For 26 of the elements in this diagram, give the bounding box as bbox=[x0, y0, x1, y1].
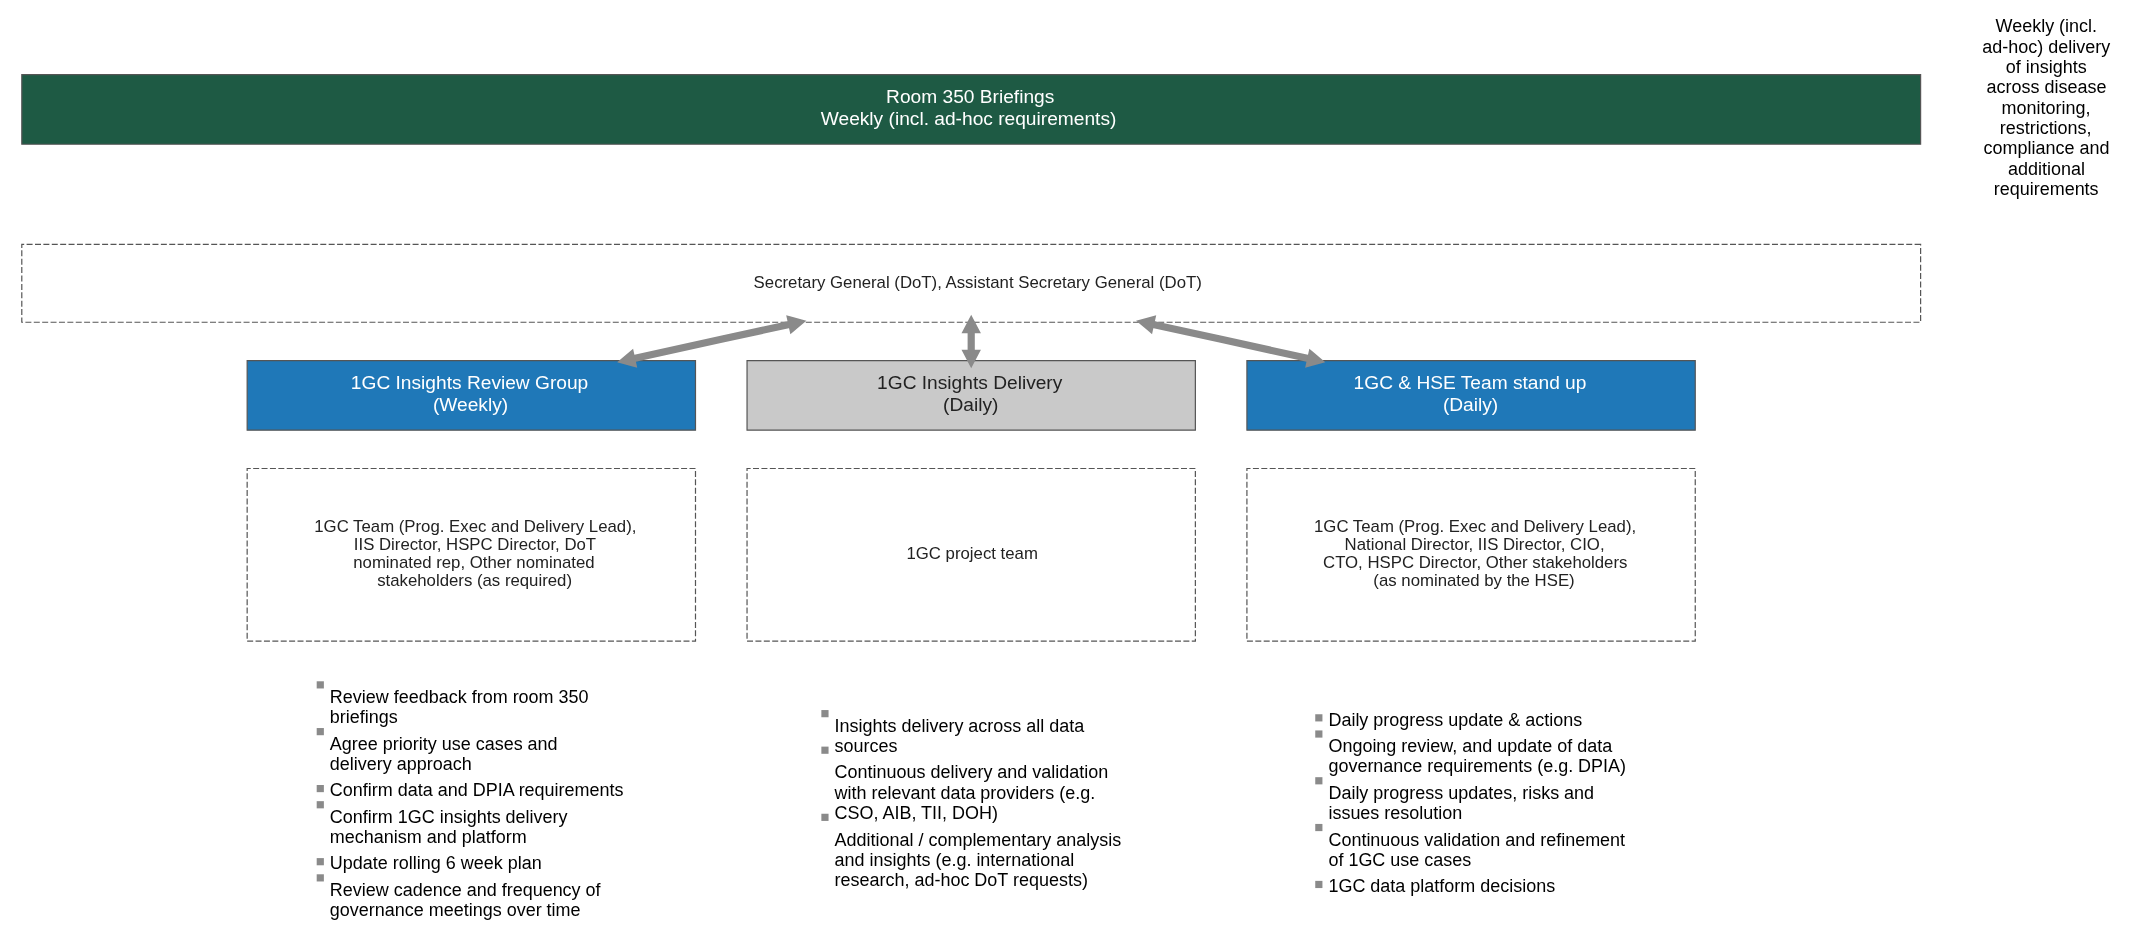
node-label: Agree priority use cases and delivery approach bbox=[329, 733, 558, 774]
node-label: 1GC data platform decisions bbox=[1328, 876, 1556, 897]
arrow bbox=[617, 315, 807, 368]
node-label: Confirm 1GC insights delivery mechanism and platform bbox=[329, 806, 568, 848]
node-box: 1GC project team bbox=[746, 467, 1196, 642]
node-label: Daily progress update & actions bbox=[1328, 709, 1583, 730]
node-label: Ongoing review, and update of data governance requirements (e.g. DPIA) bbox=[1328, 736, 1627, 777]
node-label: Update rolling 6 week plan bbox=[329, 853, 542, 874]
node-box: 1GC Team (Prog. Exec and Delivery Lead), IIS Director, HSPC Director, DoT nominated rep, Other nominated stakeholders (as required) bbox=[246, 467, 697, 642]
node-box: 1GC Insights Review Group (Weekly) bbox=[246, 360, 697, 431]
node-label: Continuous validation and refinement of 1GC use cases bbox=[1328, 829, 1626, 870]
node-box: Secretary General (DoT), Assistant Secretary General (DoT) bbox=[21, 243, 1922, 323]
node-label: Insights delivery across all data sources bbox=[834, 715, 1085, 757]
node-box: 1GC Team (Prog. Exec and Delivery Lead), National Director, IIS Director, CIO, CTO, HSPC Director, Other stakeholders (as nominated by the HSE) bbox=[1246, 467, 1696, 642]
node-box: 1GC Insights Delivery (Daily) bbox=[746, 360, 1196, 431]
node-label: Additional / complementary analysis and insights (e.g. international research, ad-hoc DoT requests) bbox=[834, 829, 1122, 891]
node-label: Confirm data and DPIA requirements bbox=[329, 780, 624, 801]
node-label: Review feedback from room 350 briefings bbox=[329, 686, 589, 728]
node-label: Daily progress updates, risks and issues resolution bbox=[1328, 782, 1595, 824]
node-label: Continuous delivery and validation with relevant data providers (e.g. CSO, AIB, TII, DOH) bbox=[834, 762, 1109, 824]
node-box: 1GC & HSE Team stand up (Daily) bbox=[1246, 360, 1696, 431]
arrow bbox=[1136, 315, 1326, 368]
node-label: Review cadence and frequency of governance meetings over time bbox=[329, 879, 601, 921]
node-box: Room 350 Briefings Weekly (incl. ad-hoc requirements) bbox=[21, 74, 1922, 145]
label: Weekly (incl. ad-hoc) delivery of insights across disease monitoring, restrictions, compliance and additional requirements bbox=[1982, 16, 2111, 200]
arrow bbox=[961, 314, 981, 369]
